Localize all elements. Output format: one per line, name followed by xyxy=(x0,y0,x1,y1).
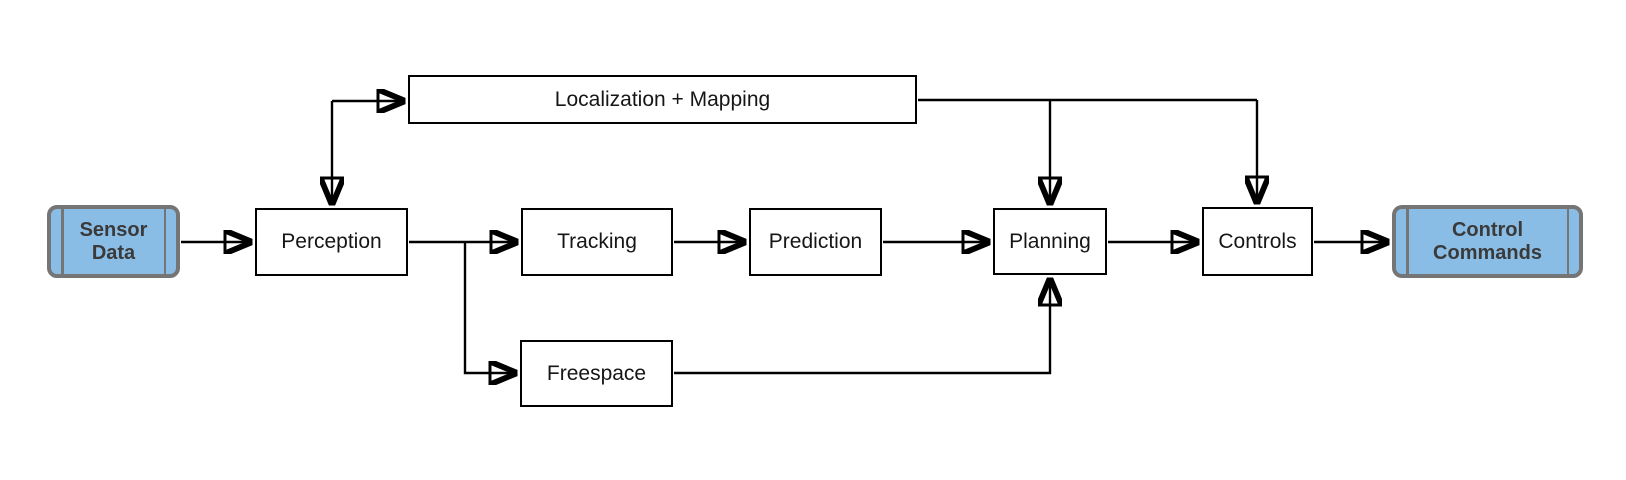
node-sensor-data: Sensor Data xyxy=(47,205,180,278)
node-prediction-label: Prediction xyxy=(768,230,863,254)
terminator-left-bar-decoration xyxy=(1406,209,1409,274)
edge-freespace-to-planning xyxy=(674,280,1050,375)
node-controls: Controls xyxy=(1202,207,1313,276)
edge-perception-to-freespace xyxy=(463,242,515,373)
node-tracking-label: Tracking xyxy=(557,230,637,254)
terminator-left-bar-decoration xyxy=(61,209,64,274)
node-localization-mapping-label: Localization + Mapping xyxy=(554,87,771,111)
node-planning-label: Planning xyxy=(1009,229,1091,253)
node-perception-label: Perception xyxy=(281,230,382,254)
node-control-commands: Control Commands xyxy=(1392,205,1583,278)
terminator-right-bar-decoration xyxy=(1566,209,1569,274)
node-freespace-label: Freespace xyxy=(546,361,647,385)
node-prediction: Prediction xyxy=(749,208,882,276)
node-control-commands-label: Control Commands xyxy=(1433,218,1542,264)
terminator-right-bar-decoration xyxy=(163,209,166,274)
node-freespace: Freespace xyxy=(520,340,673,407)
node-controls-label: Controls xyxy=(1218,229,1297,253)
node-planning: Planning xyxy=(993,208,1107,275)
node-sensor-data-label: Sensor Data xyxy=(79,218,148,264)
node-tracking: Tracking xyxy=(521,208,673,276)
node-perception: Perception xyxy=(255,208,408,276)
node-localization-mapping: Localization + Mapping xyxy=(408,75,917,124)
